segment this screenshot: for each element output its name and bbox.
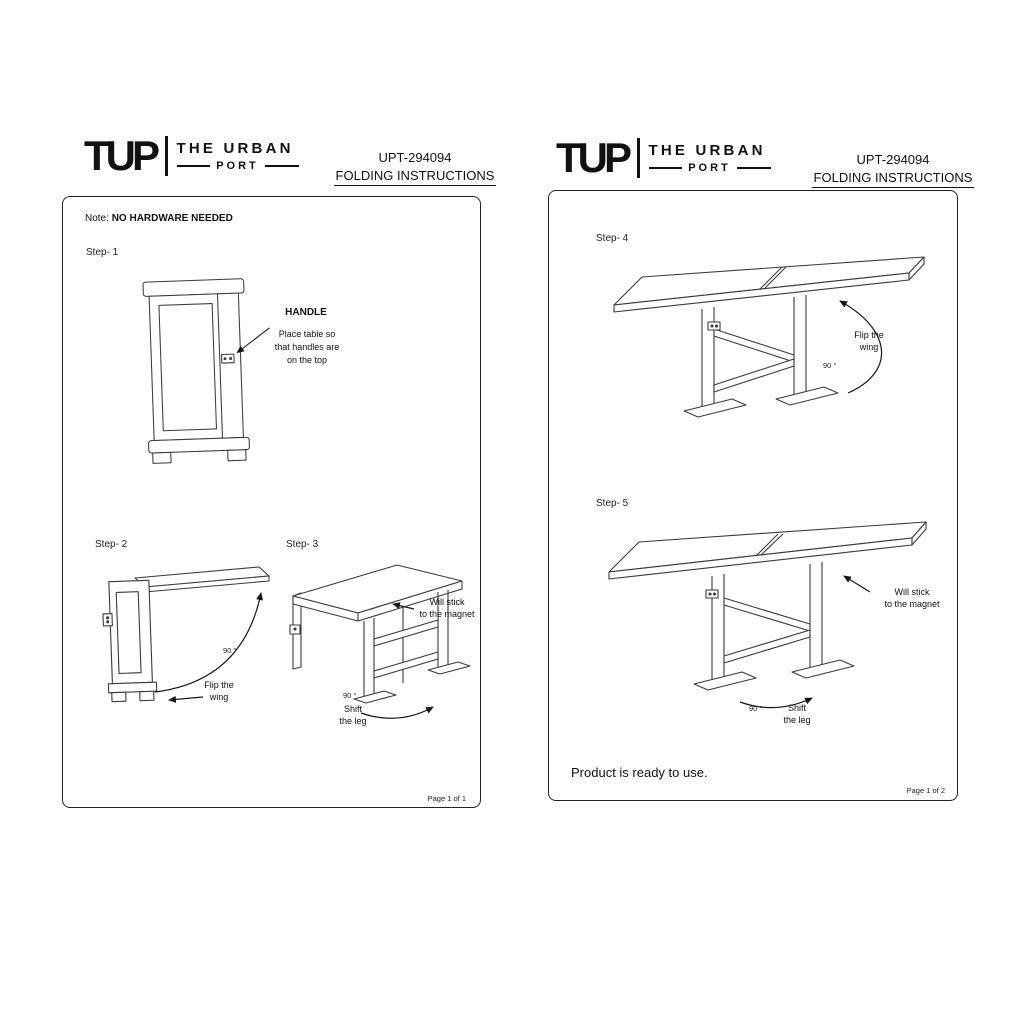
step-4-caption-line-2: wing	[859, 342, 879, 352]
step-5-label: Step- 5	[596, 498, 629, 509]
step-5-diagram	[608, 521, 927, 709]
handle-detail	[220, 353, 235, 364]
tup-logo: TUP THE URBAN PORT	[84, 132, 299, 180]
handle-callout-line-2: that handles are	[274, 342, 340, 352]
step-5-caption-line-2: the leg	[783, 715, 811, 725]
step-5-magnet-line-1: Will stick	[894, 587, 930, 597]
instruction-panel-page-1: Note: NO HARDWARE NEEDED Step- 1 HANDLE …	[62, 196, 481, 808]
brand-name-bottom-row: PORT	[176, 160, 299, 172]
step-3-magnet-note: Will stick to the magnet	[411, 597, 483, 620]
document-header: UPT-294094 FOLDING INSTRUCTIONS	[778, 152, 1008, 188]
handle-callout-text: Place table so that handles are on the t…	[251, 328, 363, 367]
handle-callout-line-1: Place table so	[278, 329, 336, 339]
step-3-angle-label: 90 °	[343, 691, 357, 700]
step-2-diagram	[102, 566, 270, 703]
handle-callout-line-3: on the top	[286, 355, 328, 365]
step-3-caption-line-2: the leg	[339, 716, 367, 726]
note-text: NO HARDWARE NEEDED	[111, 213, 233, 224]
half-open-table-drawing	[102, 566, 270, 703]
step-3-label: Step- 3	[286, 539, 319, 550]
step-5-magnet-line-2: to the magnet	[884, 598, 940, 609]
brand-rule-right	[264, 165, 299, 167]
brand-rule-left	[176, 165, 211, 167]
logo-wordmark: THE URBAN PORT	[176, 140, 299, 172]
step-5-angle-label: 90 °	[749, 704, 763, 713]
handle-pointer-arrow	[236, 327, 270, 354]
step-3-magnet-line-1: Will stick	[429, 597, 465, 607]
shift-arrows	[739, 575, 871, 709]
model-number: UPT-294094	[856, 152, 930, 167]
brand-name-bottom-row: PORT	[648, 162, 771, 174]
note-prefix: Note:	[85, 213, 109, 224]
handle-detail	[707, 321, 721, 331]
step-1-diagram	[142, 278, 270, 464]
step-3-caption: Shift the leg	[323, 703, 383, 727]
tup-logo: TUP THE URBAN PORT	[556, 134, 771, 182]
document-title: FOLDING INSTRUCTIONS	[333, 167, 497, 186]
step-2-label: Step- 2	[95, 539, 128, 550]
shift-arrows	[360, 602, 434, 719]
logo-divider	[165, 136, 168, 176]
step-4-diagram	[613, 256, 925, 418]
step-3-caption-line-1: Shift	[343, 704, 362, 714]
flip-arrows	[154, 592, 264, 703]
step-5-caption: Shift the leg	[775, 702, 819, 726]
step-4-angle-label: 90 °	[823, 361, 837, 370]
brand-rule-right	[736, 167, 771, 169]
document-header: UPT-294094 FOLDING INSTRUCTIONS	[300, 150, 530, 186]
ready-statement: Product is ready to use.	[571, 765, 708, 780]
folded-table-drawing	[142, 278, 250, 464]
step-4-caption: Flip the wing	[834, 329, 904, 353]
step-2-caption-line-1: Flip the	[204, 680, 234, 690]
handle-callout-title: HANDLE	[285, 307, 327, 318]
step-5-caption-line-1: Shift	[787, 703, 806, 713]
logo-wordmark: THE URBAN PORT	[648, 142, 771, 174]
page-footer: Page 1 of 2	[906, 786, 945, 795]
step-2-caption-line-2: wing	[209, 692, 229, 702]
handle-detail	[102, 613, 113, 627]
step-3-magnet-line-2: to the magnet	[419, 608, 475, 619]
tup-logo-mark: TUP	[84, 132, 160, 180]
brand-name-top: THE URBAN	[648, 142, 766, 159]
tup-logo-mark: TUP	[556, 134, 632, 182]
step-2-angle-label: 90 °	[223, 646, 237, 655]
instruction-panel-page-2: Step- 4 Flip the w	[548, 190, 958, 801]
step-3-diagram	[289, 564, 471, 719]
document-title: FOLDING INSTRUCTIONS	[811, 169, 975, 188]
model-number: UPT-294094	[378, 150, 452, 165]
table-perspective-drawing	[289, 564, 471, 704]
brand-name-top: THE URBAN	[176, 140, 294, 157]
brand-name-bottom: PORT	[688, 162, 731, 174]
step-1-label: Step- 1	[86, 247, 119, 258]
table-complete-drawing	[608, 521, 927, 691]
logo-divider	[637, 138, 640, 178]
step-4-caption-line-1: Flip the	[854, 330, 884, 340]
page-footer: Page 1 of 1	[427, 794, 466, 803]
step-4-label: Step- 4	[596, 233, 629, 244]
step-5-magnet-note: Will stick to the magnet	[873, 587, 951, 610]
table-open-drawing	[613, 256, 925, 418]
brand-name-bottom: PORT	[216, 160, 259, 172]
flip-arrow	[839, 300, 883, 394]
brand-rule-left	[648, 167, 683, 169]
note: Note: NO HARDWARE NEEDED	[85, 213, 233, 224]
handle-detail	[705, 589, 719, 599]
step-2-caption: Flip the wing	[183, 679, 255, 703]
